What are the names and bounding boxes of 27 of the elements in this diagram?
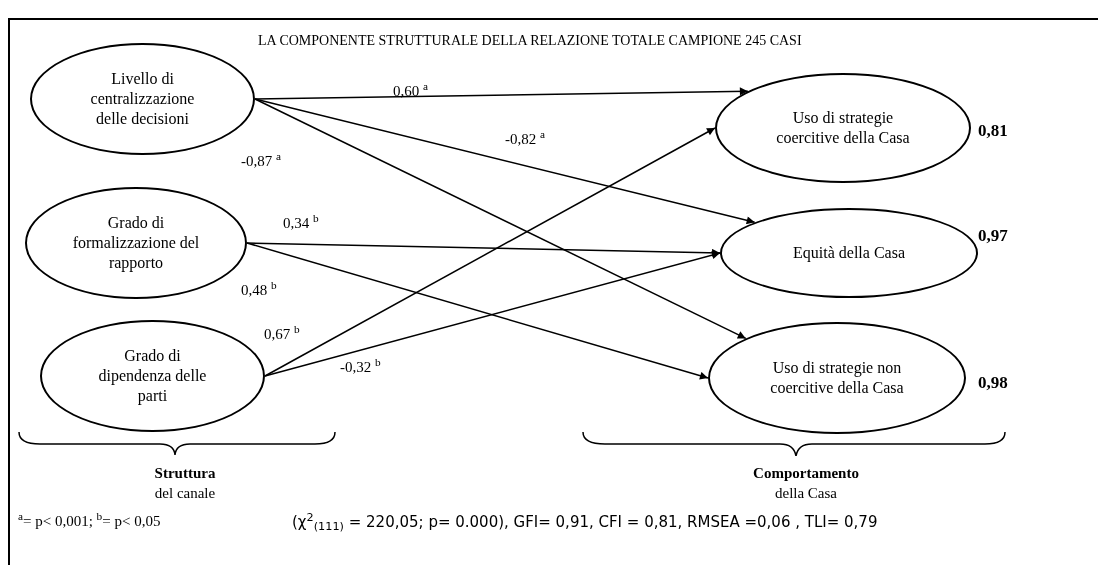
group-label: del canale [153, 484, 217, 503]
path-coefficient: 0,48 $^{b}$ [241, 279, 277, 300]
node-label: Livello di centralizzazione delle decisioni [89, 69, 196, 129]
group-label: Struttura [153, 464, 217, 483]
path-coefficient: -0,32 $^{b}$ [340, 356, 381, 377]
group-label: Comportamento [752, 464, 860, 483]
node-label: Grado di dipendenza delle parti [97, 346, 208, 406]
arrow [264, 127, 716, 377]
node-label: Grado di formalizzazione del rapporto [71, 213, 201, 273]
arrow [246, 242, 721, 257]
path-coefficient: -0,87 $^{a}$ [241, 150, 281, 171]
significance-note: $^{a}$= p< 0,001; $^{b}$= p< 0,05 [18, 510, 162, 531]
fit-statistics: (χ$^{2}$$_{(111)}$ = 220,05; p= 0.000), GFI= 0,91, CFI = 0,81, RMSEA =0,06 , TLI= 0,79 [292, 511, 879, 534]
r-squared-value: 0,81 [978, 120, 1008, 142]
path-coefficient: 0,60 $^{a}$ [393, 80, 428, 101]
group-label: della Casa [773, 484, 839, 503]
path-coefficient: 0,34 $^{b}$ [283, 212, 319, 233]
diagram-title: LA COMPONENTE STRUTTURALE DELLA RELAZIONE TOTALE CAMPIONE 245 CASI [258, 32, 802, 50]
r-squared-value: 0,98 [978, 372, 1008, 394]
r-squared-value: 0,97 [978, 225, 1008, 247]
node-label: Equità della Casa [793, 243, 905, 263]
arrow [254, 87, 749, 100]
path-coefficient: -0,82 $^{a}$ [505, 128, 545, 149]
arrow [254, 98, 747, 340]
path-coefficient: 0,67 $^{b}$ [264, 323, 300, 344]
node-label: Uso di strategie coercitive della Casa [775, 108, 911, 148]
node-label: Uso di strategie non coercitive della Casa [769, 358, 905, 398]
